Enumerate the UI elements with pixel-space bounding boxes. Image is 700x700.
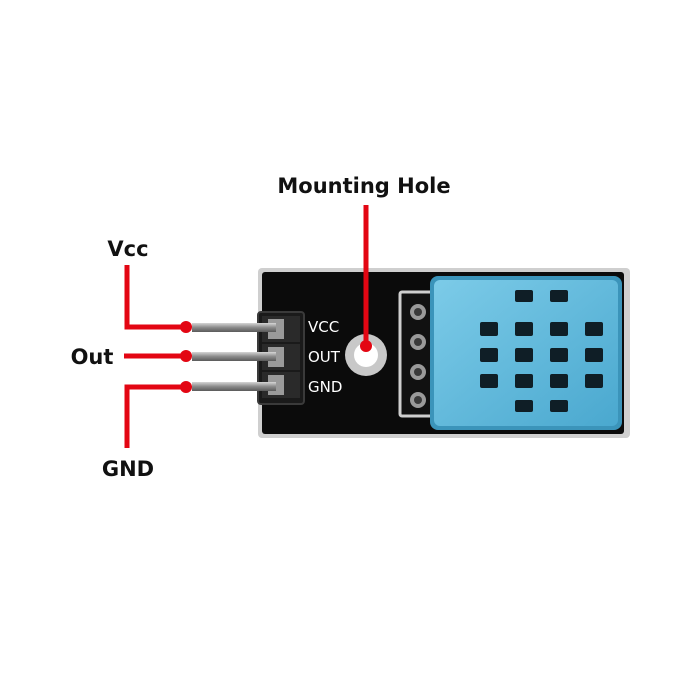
sensor-header	[398, 290, 438, 418]
silkscreen-out: OUT	[308, 348, 341, 366]
callout-lines	[124, 205, 369, 448]
sensor-vents	[480, 290, 603, 412]
label-gnd: GND	[102, 457, 154, 481]
silkscreen-gnd: GND	[308, 378, 342, 396]
mounting-hole	[345, 334, 387, 376]
label-vcc: Vcc	[107, 237, 148, 261]
header-pins	[192, 323, 276, 391]
silkscreen-vcc: VCC	[308, 318, 339, 336]
callout-dots	[180, 321, 372, 393]
label-out: Out	[71, 345, 114, 369]
label-mounting-hole: Mounting Hole	[277, 174, 450, 198]
dht11-sensor	[430, 276, 622, 430]
